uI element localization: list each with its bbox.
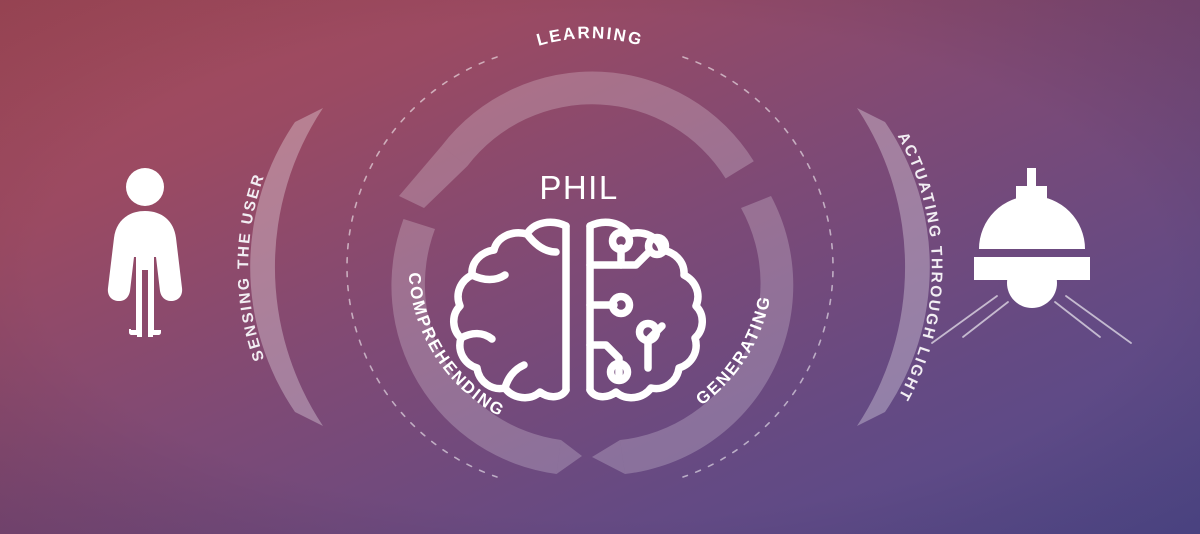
dashed-ring-right xyxy=(682,56,834,478)
circuit-node-5 xyxy=(606,359,632,385)
circuit-node-1 xyxy=(608,228,634,254)
generating-arrow-head xyxy=(592,440,625,474)
comprehending-arrow-head xyxy=(556,440,582,474)
dashed-ring-left xyxy=(346,56,498,478)
learning-arc-band xyxy=(441,71,754,179)
person-body xyxy=(107,211,183,337)
sensing-arc-band xyxy=(250,108,323,426)
circuit-node-2 xyxy=(644,233,670,259)
comprehending-arc-band xyxy=(391,219,561,474)
brain-circuit-icon xyxy=(450,218,706,402)
lamp-bulb xyxy=(1007,258,1057,308)
generating-arc-band xyxy=(620,196,794,474)
person-icon xyxy=(107,168,183,337)
circuit-node-3 xyxy=(608,292,634,318)
lamp-light-rays xyxy=(931,295,1132,344)
lamp-stem xyxy=(1027,168,1036,200)
person-head xyxy=(126,168,164,206)
circuit-node-4 xyxy=(635,319,661,345)
learning-arrow-head xyxy=(399,146,468,208)
actuating-arc-band xyxy=(857,108,930,426)
page-title: PHIL xyxy=(539,169,618,206)
pendant-lamp-icon xyxy=(931,168,1132,344)
lamp-shade xyxy=(979,196,1085,249)
